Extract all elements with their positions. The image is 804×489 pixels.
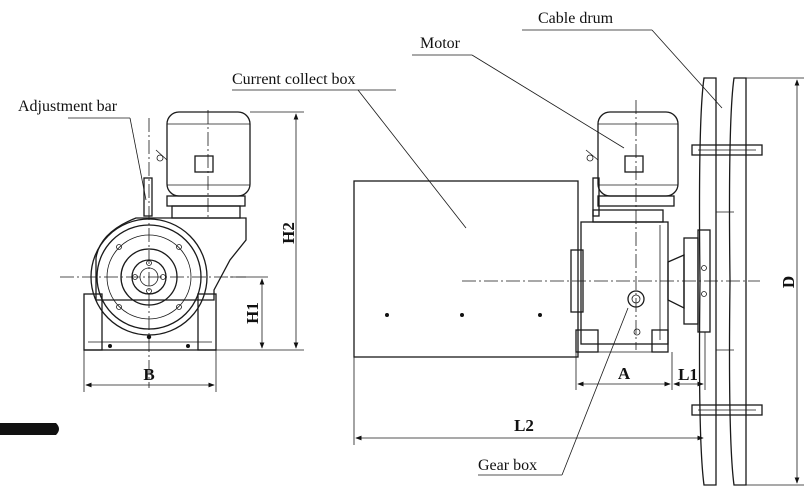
cable-drum-label: Cable drum (538, 10, 614, 27)
callout-current-collect-box: Current collect box (232, 71, 467, 229)
current-collect-box-label: Current collect box (232, 71, 356, 88)
dimension-l1-label: L1 (678, 365, 698, 384)
callout-adjustment-bar: Adjustment bar (18, 98, 147, 201)
svg-text:H1: H1 (243, 302, 262, 324)
drum-hub (667, 229, 711, 333)
current-collect-box (353, 180, 579, 358)
cable-drum (691, 77, 763, 486)
svg-text:D: D (779, 276, 798, 288)
dimension-d: D (746, 77, 804, 486)
callout-gear-box: Gear box (478, 307, 629, 476)
callout-cable-drum: Cable drum (522, 10, 723, 109)
front-view-motor (585, 111, 679, 217)
gear-box-label: Gear box (478, 457, 537, 474)
dimension-h2: H2 (216, 111, 304, 351)
dimension-h1: H1 (230, 276, 268, 349)
adjustment-bar (143, 177, 153, 217)
shaft-stub (0, 423, 59, 435)
svg-text:H2: H2 (279, 222, 298, 244)
side-view (60, 110, 251, 388)
front-view (353, 77, 763, 486)
dimension-l2-label: L2 (514, 416, 534, 435)
dimension-a-label: A (618, 364, 631, 383)
dimension-h1-label: H1 (243, 302, 262, 324)
side-view-motor (155, 111, 251, 219)
dimension-a: A (575, 352, 673, 390)
dimension-b: B (83, 350, 217, 392)
dimension-l2: L2 (353, 357, 704, 445)
dimension-b-label: B (143, 365, 154, 384)
callout-motor: Motor (412, 35, 625, 149)
motor-label: Motor (420, 35, 461, 52)
adjustment-bar-label: Adjustment bar (18, 98, 118, 115)
dimension-h2-label: H2 (279, 222, 298, 244)
side-view-gearbox (95, 217, 247, 301)
side-view-feet (83, 293, 217, 351)
dimension-d-label: D (779, 276, 798, 288)
dimension-l1: L1 (673, 332, 706, 390)
